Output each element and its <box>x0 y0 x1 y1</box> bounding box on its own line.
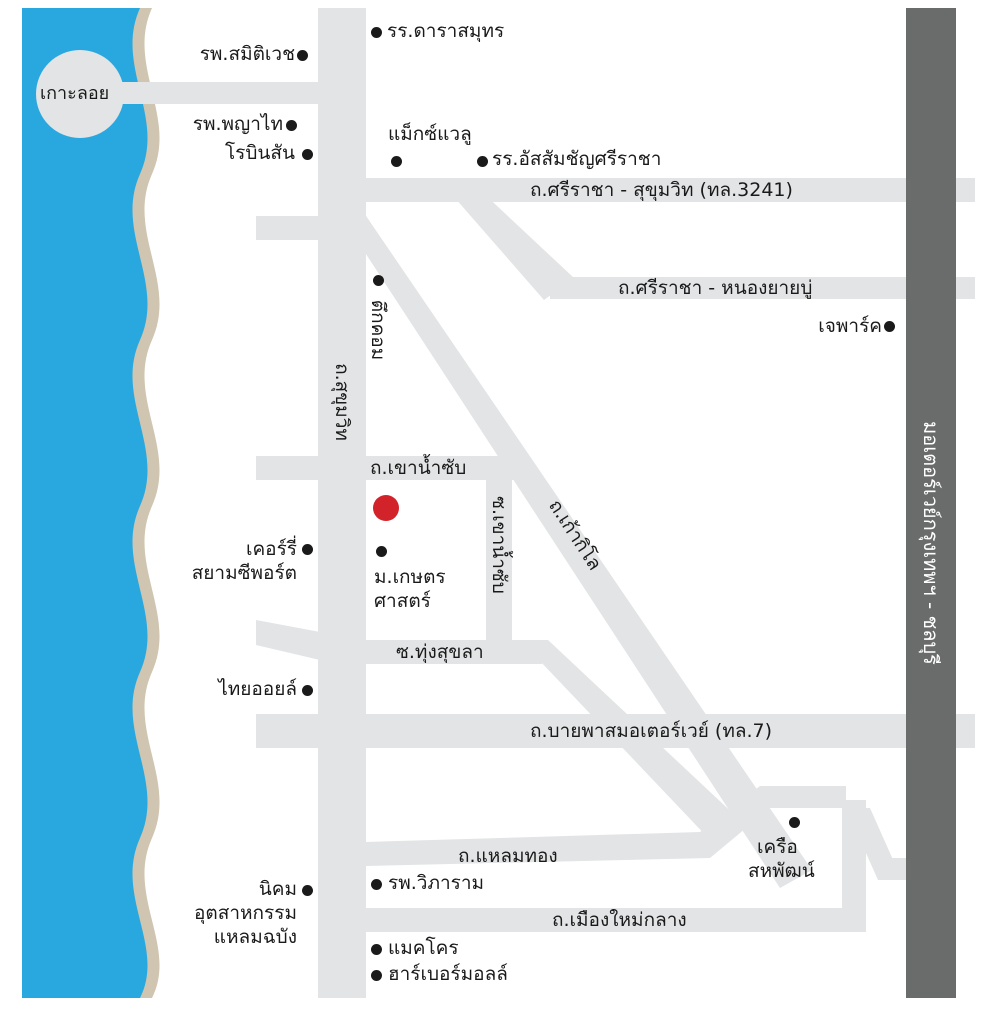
road-muang-mai <box>366 908 866 932</box>
label-phyathai: รพ.พญาไท <box>192 113 283 135</box>
sea <box>22 8 148 998</box>
label-jpark: เจพาร์ค <box>818 315 882 337</box>
dot-assumption <box>477 156 488 167</box>
label-road-thung-sukhla: ซ.ทุ่งสุขลา <box>396 641 484 663</box>
roads <box>36 8 975 998</box>
dot-harbor <box>371 970 382 981</box>
dot-maxvalu <box>391 156 402 167</box>
dot-vibharam <box>371 879 382 890</box>
label-motorway: มอเตอร์เวย์กรุงเทพฯ - ชลบุรี <box>919 421 943 665</box>
dot-phyathai <box>286 120 297 131</box>
label-assumption: รร.อัสสัมชัญศรีราชา <box>492 148 662 170</box>
dot-thaioil <box>302 685 313 696</box>
road-stub-2 <box>256 620 320 660</box>
road-stub-1 <box>256 216 320 240</box>
dot-curry <box>302 544 313 555</box>
label-nikom2: อุตสาหกรรม <box>194 902 297 924</box>
road-khao-nam-sap <box>256 456 516 480</box>
label-road-bypass: ถ.บายพาสมอเตอร์เวย์ (ทล.7) <box>530 720 773 742</box>
label-tuk-com: ตึกคอม <box>367 299 389 361</box>
road-sriracha-sukhumvit <box>318 178 975 202</box>
label-ku2: ศาสตร์ <box>374 590 431 612</box>
road-bypass <box>256 714 975 748</box>
label-maxvalu: แม็กซ์แวลู <box>388 123 472 145</box>
label-road-sukhumvit: ถ.สุขุมวิท <box>331 363 353 441</box>
dot-makro <box>371 944 382 955</box>
dot-samitivej <box>297 50 308 61</box>
label-kruea: เครือ <box>757 836 798 858</box>
label-thaioil: ไทยออยล์ <box>218 678 297 700</box>
label-road-khao-nam-sap-v: ซ.เขาน้ำซับ <box>488 496 510 594</box>
dot-ku <box>376 546 387 557</box>
road-koh-loy <box>80 82 320 104</box>
dot-kruea <box>789 817 800 828</box>
road-sukhumvit <box>318 8 366 998</box>
dot-nikom <box>302 885 313 896</box>
label-vibharam: รพ.วิภาราม <box>388 872 485 894</box>
label-road-laem-thong: ถ.แหลมทอง <box>458 845 558 867</box>
label-samitivej: รพ.สมิติเวช <box>199 43 295 65</box>
label-koh-loy: เกาะลอย <box>40 83 110 104</box>
motorway <box>906 8 956 998</box>
dot-tuk-com <box>373 275 384 286</box>
dot-jpark <box>884 321 895 332</box>
label-road-sriracha-sukhumvit: ถ.ศรีราชา - สุขุมวิท (ทล.3241) <box>530 179 793 201</box>
road-nongyai <box>550 277 975 299</box>
label-makro: แมคโคร <box>388 937 459 959</box>
road-east-exit <box>878 858 908 880</box>
label-road-nongyai: ถ.ศรีราชา - หนองยายบู่ <box>618 277 813 299</box>
label-robinson: โรบินสัน <box>224 142 295 164</box>
label-kruea2: สหพัฒน์ <box>748 860 815 882</box>
road-thung-sukhla <box>366 640 542 664</box>
label-road-muang-mai: ถ.เมืองใหม่กลาง <box>552 909 687 931</box>
road-laem-thong <box>366 786 846 866</box>
road-khao-nam-sap-v <box>486 462 512 652</box>
label-nikom3: แหลมฉบัง <box>213 926 297 948</box>
label-rr-dara: รร.ดาราสมุทร <box>387 20 505 42</box>
label-curry2: สยามซีพอร์ต <box>191 562 297 584</box>
destination-marker <box>373 495 399 521</box>
koh-loy-island <box>36 50 124 138</box>
label-harbor: ฮาร์เบอร์มอลล์ <box>388 963 508 985</box>
road-nongyai-diag <box>448 190 574 300</box>
label-ku: ม.เกษตร <box>374 566 446 588</box>
dot-robinson <box>302 149 313 160</box>
label-road-khao-nam-sap: ถ.เขาน้ำซับ <box>370 457 467 479</box>
dot-rr-dara <box>371 27 382 38</box>
label-nikom: นิคม <box>258 878 297 900</box>
label-curry: เคอร์รี่ <box>245 538 297 560</box>
